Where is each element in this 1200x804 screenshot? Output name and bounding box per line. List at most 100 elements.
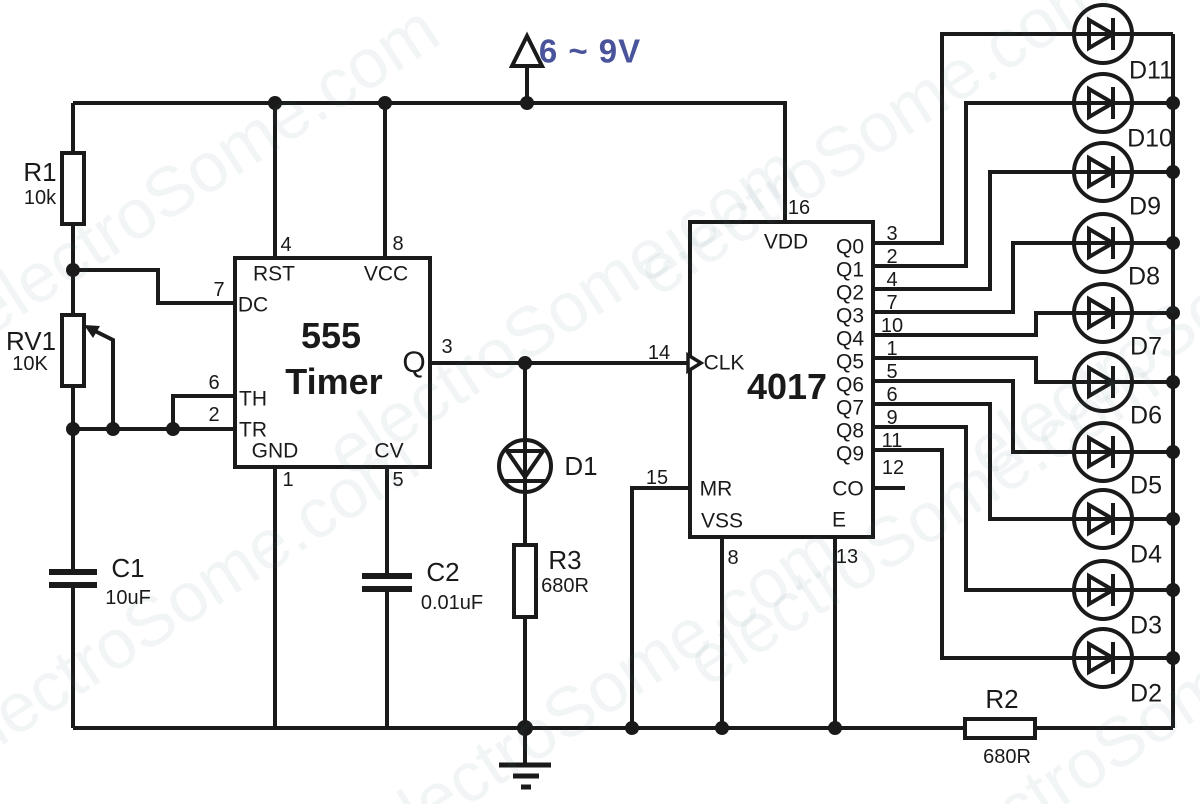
junction-dots xyxy=(66,96,1180,736)
r1-ref: R1 xyxy=(23,157,57,187)
ic4017-pin-q1: Q1 xyxy=(835,258,865,282)
ic4017-pin-q7: Q7 xyxy=(835,396,865,420)
d5-ref: D5 xyxy=(1130,471,1162,500)
ic555-pin-q: Q xyxy=(402,346,426,379)
ic4017-pin-q9: Q9 xyxy=(835,442,865,466)
ic555-pin-gnd: GND xyxy=(251,439,299,463)
wire-q3-d8 xyxy=(873,241,1074,314)
ic555-pin8-num: 8 xyxy=(392,233,404,255)
led-d8-symbol xyxy=(1072,212,1134,274)
ic4017-pin-q2: Q2 xyxy=(835,281,865,305)
resistor-r2-body xyxy=(963,717,1037,740)
ic4017-pin-mr: MR xyxy=(699,477,733,501)
led-d5-symbol xyxy=(1072,421,1134,483)
led-d2-symbol xyxy=(1072,627,1134,689)
resistor-r1-body xyxy=(60,151,86,226)
ic4017-q2-num: 4 xyxy=(886,269,898,291)
ic4017-q6-num: 5 xyxy=(886,361,898,383)
clk-edge-triangle-icon xyxy=(686,351,705,375)
wire-top-rail xyxy=(73,101,787,222)
rv1-wiper-arrowhead xyxy=(84,325,100,338)
ic4017-pin-co: CO xyxy=(832,477,864,501)
d3-ref: D3 xyxy=(1130,611,1162,640)
r1-value: 10k xyxy=(23,187,57,209)
resistor-r3-body xyxy=(512,543,538,619)
d11-ref: D11 xyxy=(1128,56,1174,85)
c2-value: 0.01uF xyxy=(420,592,484,614)
led-d10-symbol xyxy=(1072,72,1134,134)
rv1-ref: RV1 xyxy=(5,326,57,356)
c1-ref: C1 xyxy=(111,553,145,583)
ic4017-pin-q6: Q6 xyxy=(835,373,865,397)
d6-ref: D6 xyxy=(1130,401,1162,430)
led-d3-symbol xyxy=(1072,559,1134,621)
ic4017-q9-num: 11 xyxy=(881,430,903,452)
wire-555-pin6 xyxy=(171,394,235,429)
ground-symbol-icon xyxy=(499,762,551,790)
ic4017-q8-num: 9 xyxy=(886,407,898,429)
ic555-pin3-num: 3 xyxy=(441,336,453,358)
ic4017-q0-num: 3 xyxy=(886,223,898,245)
r3-ref: R3 xyxy=(548,545,582,575)
wire-q4-d7 xyxy=(873,311,1074,337)
d9-ref: D9 xyxy=(1129,192,1161,221)
led-d7-symbol xyxy=(1072,282,1134,344)
ic4017-pin-q5: Q5 xyxy=(835,350,865,374)
led-d9-symbol xyxy=(1072,141,1134,203)
ic555-pin2-num: 2 xyxy=(208,404,220,426)
ic4017-name: 4017 xyxy=(746,366,828,407)
ic4017-pin12-num: 12 xyxy=(881,457,905,479)
ic555-pin4-num: 4 xyxy=(280,234,292,256)
ic4017-pin16-num: 16 xyxy=(787,197,811,219)
ic555-pin-dc: DC xyxy=(237,293,269,317)
led-d6-symbol xyxy=(1072,351,1134,413)
ic555-name-top: 555 xyxy=(300,315,362,356)
ic4017-pin-vss: VSS xyxy=(700,509,744,533)
wire-4017-mr xyxy=(630,486,690,728)
wire-q7-d4 xyxy=(873,402,1074,521)
ic4017-pin-q0: Q0 xyxy=(835,235,865,259)
ic4017-pin-q8: Q8 xyxy=(835,419,865,443)
ic4017-q7-num: 6 xyxy=(886,384,898,406)
wire-555-pin7 xyxy=(73,268,235,305)
ic555-pin-th: TH xyxy=(239,387,267,411)
wire-q0-d11 xyxy=(873,32,1074,245)
wire-rv1-wiper xyxy=(94,329,115,429)
r2-value: 680R xyxy=(983,746,1031,768)
ic4017-q5-num: 1 xyxy=(886,338,898,360)
wire-q9-d2 xyxy=(873,448,1074,660)
ic-4017-body xyxy=(688,220,875,539)
ic555-name-bottom: Timer xyxy=(285,361,383,402)
power-voltage-label: 6 ~ 9V xyxy=(538,32,642,70)
ic555-pin7-num: 7 xyxy=(213,279,225,301)
ic555-pin6-num: 6 xyxy=(208,372,220,394)
rv1-value: 10K xyxy=(12,353,48,375)
wire-q5-d6 xyxy=(873,356,1074,384)
wire-q2-d9 xyxy=(873,170,1074,291)
ic555-pin1-num: 1 xyxy=(282,469,294,491)
d7-ref: D7 xyxy=(1130,332,1162,361)
r3-value: 680R xyxy=(541,575,589,597)
ic4017-pin13-num: 13 xyxy=(835,546,859,568)
led-d1-symbol xyxy=(497,438,553,494)
ic4017-pin15-num: 15 xyxy=(645,467,669,489)
ic555-pin5-num: 5 xyxy=(392,469,404,491)
ic4017-pin-clk: CLK xyxy=(703,351,745,375)
ic4017-pin-vdd: VDD xyxy=(763,230,809,254)
ic555-pin-rst: RST xyxy=(253,262,295,286)
wire-q1-d10 xyxy=(873,101,1074,268)
led-d4-symbol xyxy=(1072,488,1134,550)
potentiometer-rv1-body xyxy=(60,313,86,388)
d10-ref: D10 xyxy=(1127,124,1173,153)
r2-ref: R2 xyxy=(985,684,1019,714)
ic4017-pin14-num: 14 xyxy=(647,342,671,364)
ic555-pin-vcc: VCC xyxy=(363,262,409,286)
wire-q6-d5 xyxy=(873,379,1074,454)
ic4017-q3-num: 7 xyxy=(886,292,898,314)
ic555-pin-cv: CV xyxy=(374,439,404,463)
d8-ref: D8 xyxy=(1128,262,1160,291)
ic4017-pin-q4: Q4 xyxy=(835,327,865,351)
ic4017-pin8-num: 8 xyxy=(727,547,739,569)
